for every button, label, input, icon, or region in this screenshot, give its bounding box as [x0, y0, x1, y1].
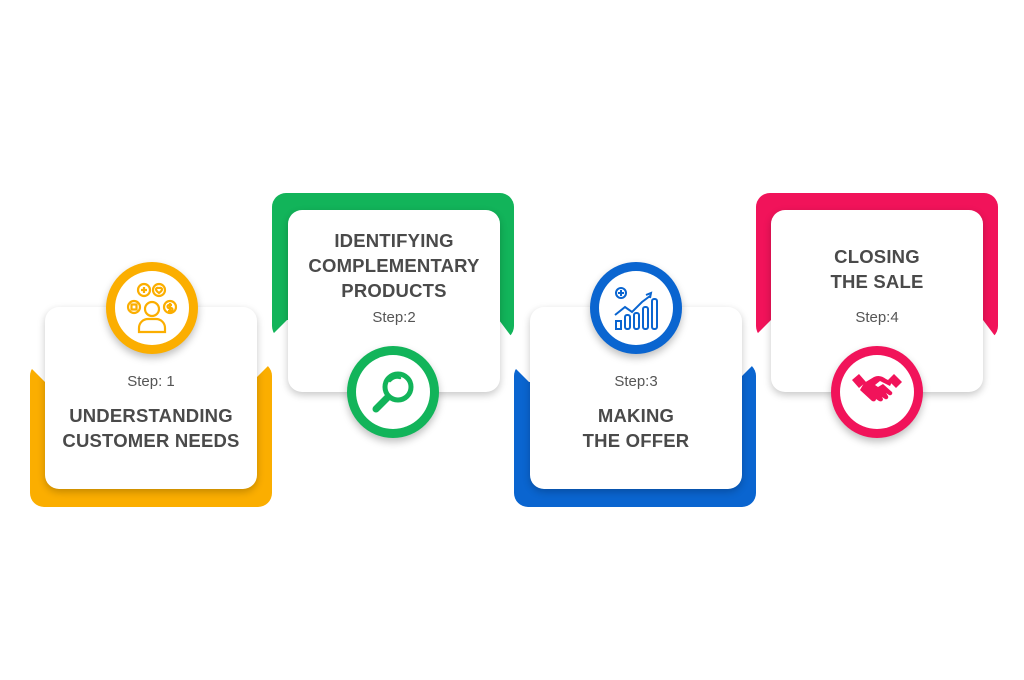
step-4-badge — [831, 346, 923, 438]
step-3-title: MAKING THE OFFER — [530, 403, 742, 453]
step-2-title: IDENTIFYING COMPLEMENTARY PRODUCTS — [288, 228, 500, 303]
customer-needs-icon — [126, 282, 178, 334]
growth-chart-icon — [614, 287, 658, 330]
step-1-badge — [106, 262, 198, 354]
step-1-label: Step: 1 — [127, 373, 175, 390]
handshake-icon — [852, 374, 902, 402]
step-3-label: Step:3 — [614, 373, 658, 390]
step-2-card: IDENTIFYING COMPLEMENTARY PRODUCTS Step:… — [288, 210, 500, 392]
title-line: UNDERSTANDING — [69, 405, 233, 426]
step-4-title: CLOSING THE SALE — [771, 244, 983, 294]
title-line: CLOSING — [834, 246, 920, 267]
title-line: CUSTOMER NEEDS — [62, 430, 240, 451]
magnifier-icon — [372, 371, 414, 413]
step-2-label: Step:2 — [372, 309, 416, 326]
step-1-title: UNDERSTANDING CUSTOMER NEEDS — [45, 403, 257, 453]
title-line: MAKING — [597, 405, 675, 426]
step-4-label: Step:4 — [855, 309, 899, 326]
title-line: PRODUCTS — [341, 280, 447, 301]
title-line: COMPLEMENTARY — [308, 255, 480, 276]
title-line: THE OFFER — [582, 430, 690, 451]
step-2-badge — [347, 346, 439, 438]
title-line: IDENTIFYING — [334, 230, 454, 251]
step-3-badge — [590, 262, 682, 354]
title-line: THE SALE — [830, 271, 924, 292]
